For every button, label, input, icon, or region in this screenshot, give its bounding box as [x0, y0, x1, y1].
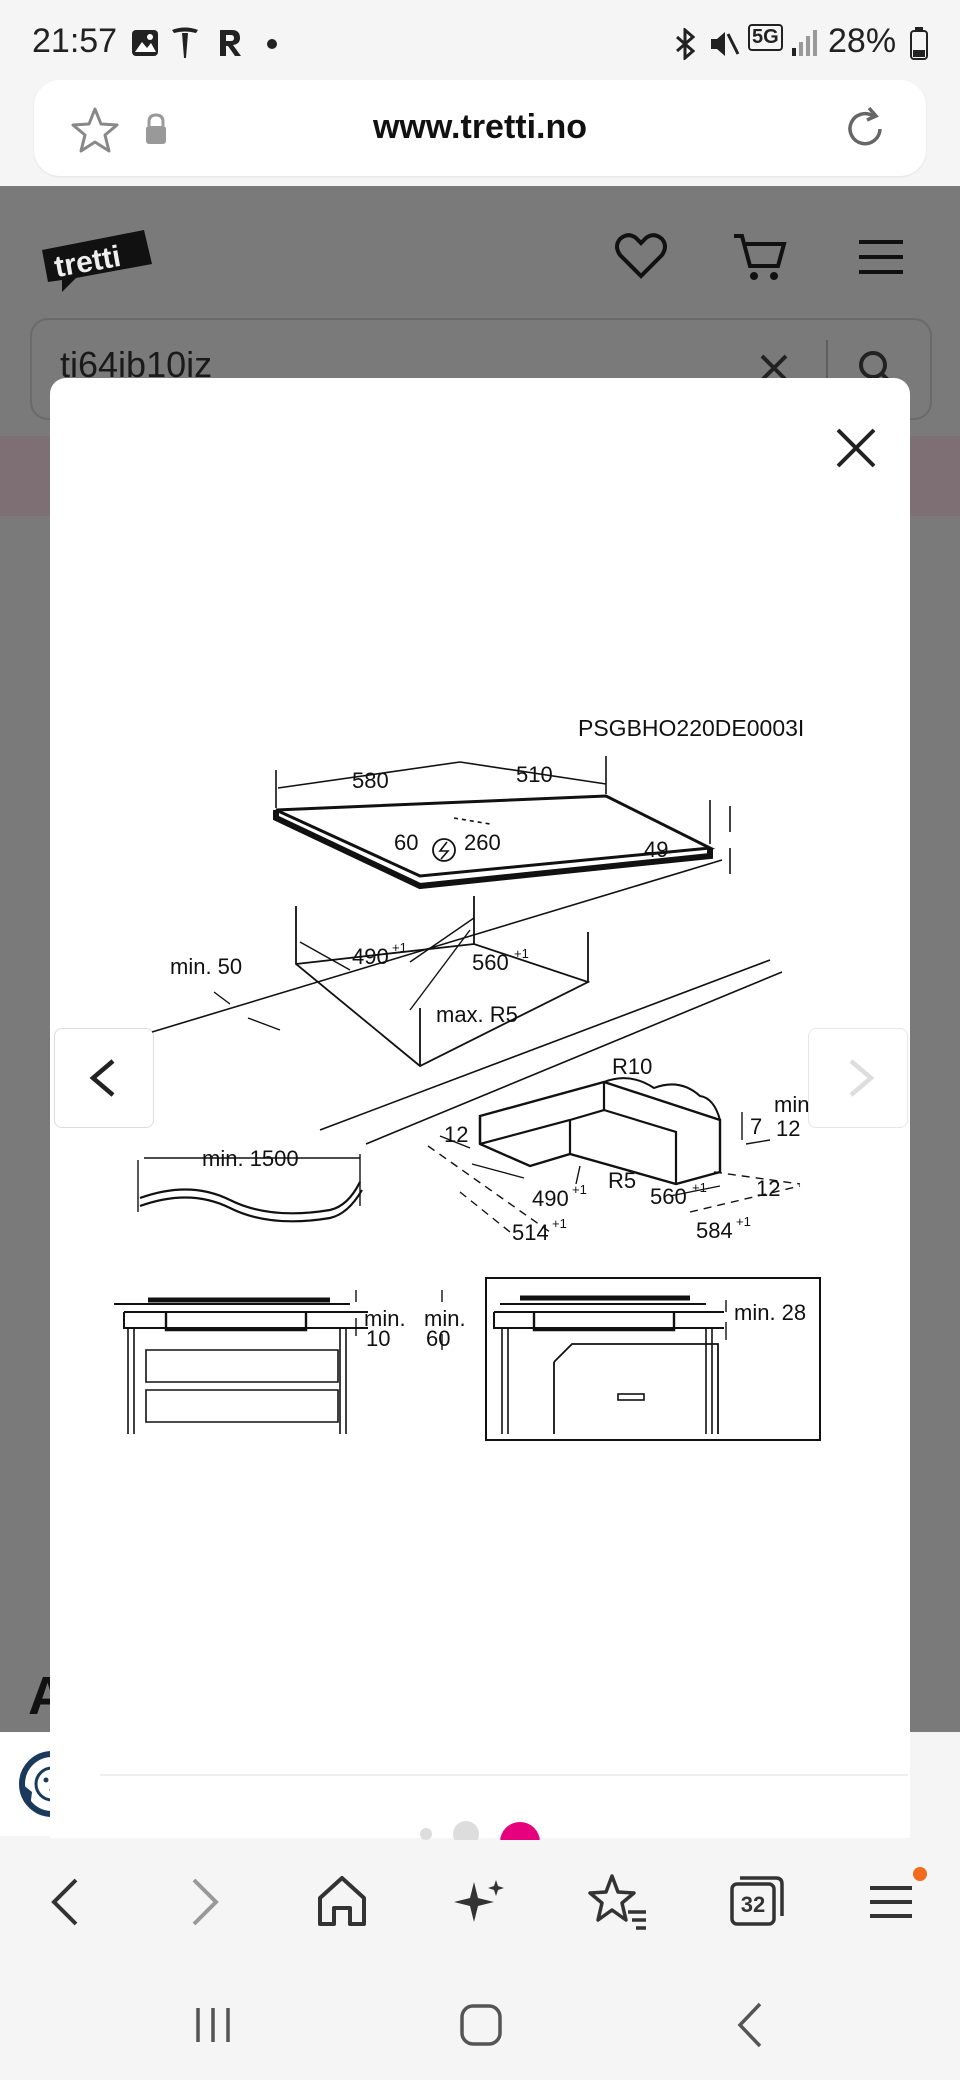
forward-icon[interactable]	[164, 1862, 244, 1942]
r-icon	[220, 30, 241, 56]
label-560-sup: +1	[514, 946, 529, 961]
recent-apps-icon[interactable]	[168, 1990, 258, 2060]
label-580: 580	[352, 768, 389, 793]
diagram-code: PSGBHO220DE0003I	[578, 715, 804, 741]
gallery-pagination[interactable]	[400, 1812, 560, 1842]
sparkle-icon[interactable]	[440, 1862, 520, 1942]
back-icon[interactable]	[26, 1862, 106, 1942]
label-12-left: 12	[444, 1122, 468, 1147]
label-49: 49	[644, 837, 668, 862]
label-510: 510	[516, 762, 553, 787]
label-60: 60	[394, 830, 418, 855]
label-min-28: min. 28	[734, 1300, 806, 1325]
bookmark-star-icon[interactable]	[70, 106, 120, 154]
label-560-bottom: 560	[650, 1184, 687, 1209]
page-dot-2[interactable]	[453, 1821, 479, 1842]
label-min-left: min.	[364, 1306, 406, 1331]
system-nav-bar	[0, 1970, 960, 2080]
back-nav-icon[interactable]	[706, 1990, 796, 2060]
dot-icon	[267, 39, 277, 49]
label-7: 7	[750, 1114, 762, 1139]
label-12-right: 12	[776, 1116, 800, 1141]
url-text[interactable]: www.tretti.no	[372, 108, 588, 146]
cart-icon[interactable]	[732, 230, 788, 284]
tabs-icon[interactable]	[716, 1862, 796, 1942]
notification-dot	[913, 1867, 927, 1881]
bluetooth-icon	[676, 28, 696, 60]
menu-icon[interactable]	[852, 1862, 932, 1942]
tabs-count[interactable]: 32	[740, 1892, 766, 1917]
label-min-50: min. 50	[170, 954, 242, 979]
home-nav-icon[interactable]	[436, 1990, 526, 2060]
label-min: min	[774, 1092, 809, 1117]
label-490: 490	[352, 944, 389, 969]
tabs-button[interactable]: 32	[716, 1862, 796, 1942]
label-min-10: 10	[366, 1326, 390, 1351]
close-modal-icon[interactable]	[820, 412, 892, 484]
label-490-sup: +1	[392, 940, 407, 955]
home-icon[interactable]	[302, 1862, 382, 1942]
label-min-right: min.	[424, 1306, 466, 1331]
page-dot-active[interactable]	[500, 1822, 540, 1842]
reload-icon[interactable]	[840, 104, 890, 154]
signal-icon	[792, 30, 817, 56]
label-12-bottom: 12	[756, 1176, 780, 1201]
label-584-sup: +1	[736, 1214, 751, 1229]
battery-level: 28%	[828, 22, 897, 60]
page-dot-1[interactable]	[420, 1828, 432, 1840]
chevron-right-icon[interactable]	[843, 1057, 879, 1099]
label-max-r5: max. R5	[436, 1002, 518, 1027]
lock-icon	[146, 113, 166, 144]
clear-search-icon[interactable]	[756, 350, 792, 386]
chevron-left-icon[interactable]	[85, 1057, 121, 1099]
label-514-sup: +1	[552, 1216, 567, 1231]
label-560-bottom-sup: +1	[692, 1180, 707, 1195]
thumbnail-divider	[100, 1774, 908, 1776]
search-divider	[826, 340, 828, 396]
tesla-icon	[172, 27, 198, 58]
label-min-1500: min. 1500	[202, 1146, 299, 1171]
label-514: 514	[512, 1220, 549, 1245]
url-bar[interactable]: www.tretti.no	[34, 80, 926, 176]
battery-icon	[910, 27, 928, 60]
bookmarks-icon[interactable]	[578, 1862, 658, 1942]
image-icon	[132, 30, 158, 56]
mute-icon	[711, 32, 740, 56]
network-badge: 5G	[748, 24, 783, 51]
label-min-60: 60	[426, 1326, 450, 1351]
status-bar	[0, 0, 960, 80]
previous-image-button[interactable]	[54, 1028, 154, 1128]
heart-icon[interactable]	[614, 230, 668, 280]
label-r5: R5	[608, 1168, 636, 1193]
hamburger-menu-icon[interactable]	[856, 238, 906, 276]
installation-diagram: PSGBHO220DE0003I 580 510 60 260 49 min. …	[114, 715, 821, 1441]
label-r10: R10	[612, 1054, 652, 1079]
tretti-logo[interactable]: tretti	[36, 220, 156, 292]
next-image-button[interactable]	[808, 1028, 908, 1128]
status-time: 21:57	[32, 22, 118, 60]
label-490-bottom: 490	[532, 1186, 569, 1211]
image-gallery-modal	[50, 378, 910, 1838]
label-560: 560	[472, 950, 509, 975]
label-490-bottom-sup: +1	[572, 1182, 587, 1197]
label-260: 260	[464, 830, 501, 855]
label-584: 584	[696, 1218, 733, 1243]
